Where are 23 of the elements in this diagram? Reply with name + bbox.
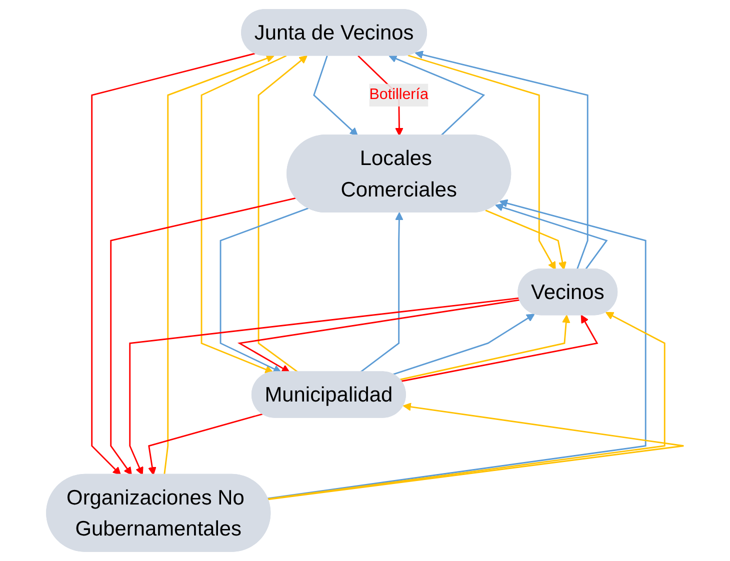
arrow [408, 54, 556, 270]
arrow [388, 54, 485, 136]
arrow [220, 208, 308, 373]
arrow [163, 54, 274, 475]
arrow [110, 197, 296, 476]
arrow [258, 55, 308, 373]
arrow [91, 52, 256, 476]
arrow [392, 314, 535, 376]
arrow [360, 212, 404, 373]
arrow [267, 199, 646, 500]
arrow [129, 297, 520, 476]
arrow [237, 299, 520, 373]
arrow [414, 50, 588, 270]
arrow [268, 402, 684, 500]
arrow [485, 210, 566, 270]
arrow [312, 55, 358, 136]
arrow [268, 312, 666, 500]
arrow [400, 314, 570, 380]
arrow [148, 413, 263, 476]
arrow [200, 55, 286, 374]
edge-label: Botillería [369, 86, 428, 103]
arrow [494, 203, 608, 270]
arrow [401, 314, 598, 382]
